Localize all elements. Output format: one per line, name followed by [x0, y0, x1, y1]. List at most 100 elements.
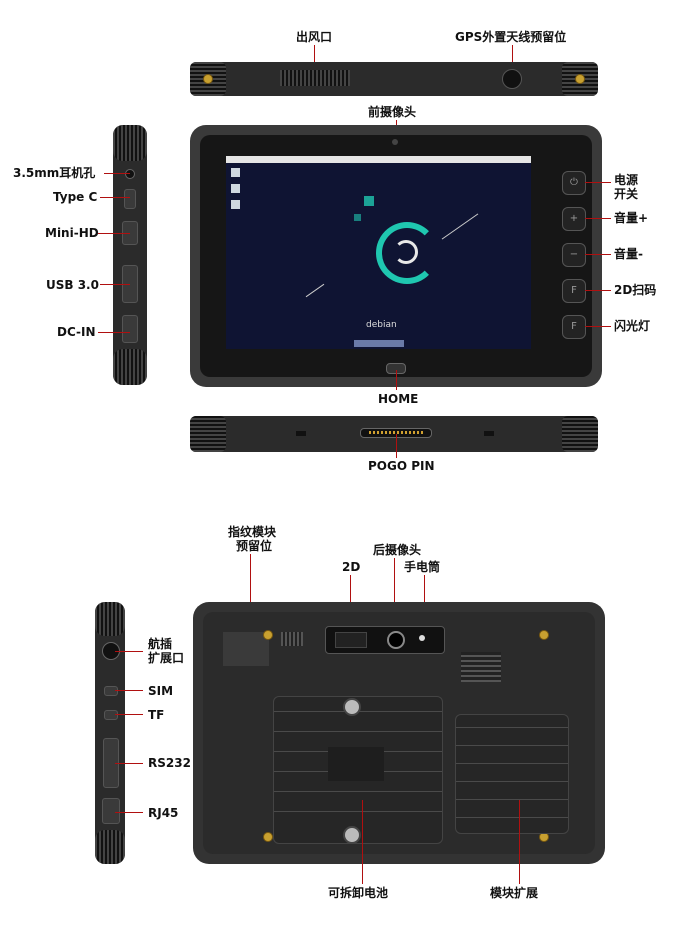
minihd-label: Mini-HD [45, 226, 99, 240]
torch-led [419, 635, 425, 641]
device-bottom-view [190, 416, 598, 452]
battery-rib [274, 731, 442, 736]
audio-jack-port [125, 169, 135, 179]
rs232-label: RS232 [148, 756, 191, 770]
volume-up-button[interactable]: + [562, 207, 586, 231]
fingerprint-label-2: 预留位 [236, 539, 273, 553]
left-side-top-grip [113, 125, 147, 161]
sim-leader [115, 690, 143, 691]
desktop-icon-trash [231, 168, 240, 177]
module-rib [456, 781, 568, 786]
pogo-leader [396, 434, 397, 458]
battery-label-plate [328, 747, 384, 781]
bottom-left-grip [190, 416, 226, 452]
power-leader [585, 182, 611, 183]
tablet-rear [193, 602, 605, 864]
tf-leader [115, 714, 143, 715]
flash-leader [585, 326, 611, 327]
battery-leader [362, 800, 363, 884]
pogo-pins [369, 431, 423, 434]
bottom-right-grip [562, 416, 598, 452]
fingerprint-leader [250, 554, 251, 634]
module-leader [519, 800, 520, 884]
flash-label: 闪光灯 [614, 319, 651, 333]
battery-cover[interactable] [273, 696, 443, 844]
home-label: HOME [378, 392, 419, 406]
vent-label: 出风口 [296, 30, 333, 44]
battery-rib [274, 791, 442, 796]
dcin-label: DC-IN [57, 325, 96, 339]
rear-left-top-grip [95, 602, 125, 636]
vent-leader [314, 45, 315, 69]
module-label: 模块扩展 [490, 886, 539, 900]
rj45-leader [115, 812, 143, 813]
rj45-port [102, 798, 120, 824]
battery-rib [274, 811, 442, 816]
scan-button[interactable]: F [562, 279, 586, 303]
vol-up-label: 音量+ [614, 211, 649, 225]
module-rib [456, 763, 568, 768]
left-side-bottom-grip [113, 349, 147, 385]
vol-down-leader [585, 254, 611, 255]
gps-leader [512, 45, 513, 65]
module-rib [456, 727, 568, 732]
module-rib [456, 817, 568, 822]
light-streak-left [305, 283, 325, 298]
type-c-port [124, 189, 136, 209]
home-leader [396, 370, 397, 390]
module-rib [456, 799, 568, 804]
top-left-screw [203, 74, 213, 84]
desktop-icon-home [231, 200, 240, 209]
fingerprint-label-1: 指纹模块 [228, 525, 277, 539]
usb-label: USB 3.0 [46, 278, 99, 292]
fingerprint-pad [223, 632, 269, 666]
dc-in-port [122, 315, 138, 343]
module-cover[interactable] [455, 714, 569, 834]
screen: debian [226, 156, 531, 349]
debian-swirl-ring [376, 222, 438, 284]
front-camera [392, 139, 398, 145]
rear-grille-left [281, 632, 303, 646]
scan-label: 2D扫码 [614, 283, 657, 297]
flash-button[interactable]: F [562, 315, 586, 339]
rear-screw-tr [539, 630, 549, 640]
debian-swirl-core [394, 240, 418, 264]
rear-camera-lens [387, 631, 405, 649]
device-rear-left-side [95, 602, 125, 864]
bottom-slot-right [484, 431, 494, 436]
vol-down-label: 音量- [614, 247, 643, 261]
rs232-leader [115, 763, 143, 764]
typec-label: Type C [53, 190, 98, 204]
jack-leader [104, 173, 130, 174]
sim-label: SIM [148, 684, 174, 698]
rear-screw-tl [263, 630, 273, 640]
typec-leader [100, 197, 130, 198]
device-top-view [190, 62, 598, 96]
aviation-label-2: 扩展口 [148, 651, 185, 665]
scan-leader [585, 290, 611, 291]
sim-slot [104, 686, 118, 696]
gps-antenna-port [502, 69, 522, 89]
front-camera-label: 前摄像头 [368, 105, 417, 119]
battery-knob-top[interactable] [343, 698, 361, 716]
power-label-1: 电源 [614, 173, 639, 187]
twod-label: 2D [342, 560, 361, 574]
vent-grille [280, 70, 350, 86]
battery-knob-bottom[interactable] [343, 826, 361, 844]
teal-squares [364, 196, 374, 206]
bottom-slot-left [296, 431, 306, 436]
rear-left-bottom-grip [95, 830, 125, 864]
minihd-leader [98, 233, 130, 234]
device-left-side [113, 125, 147, 385]
taskbar-bottom [354, 340, 404, 347]
desktop-icon-files [231, 184, 240, 193]
light-streak-right [441, 213, 479, 240]
scanner-window [335, 632, 367, 648]
tf-slot [104, 710, 118, 720]
volume-down-button[interactable]: − [562, 243, 586, 267]
gps-label: GPS外置天线预留位 [455, 30, 567, 44]
torch-label: 手电筒 [404, 560, 441, 574]
tablet-front: debian ⏻ + − F F [190, 125, 602, 387]
speaker-grille-right [461, 652, 501, 682]
power-button[interactable]: ⏻ [562, 171, 586, 195]
